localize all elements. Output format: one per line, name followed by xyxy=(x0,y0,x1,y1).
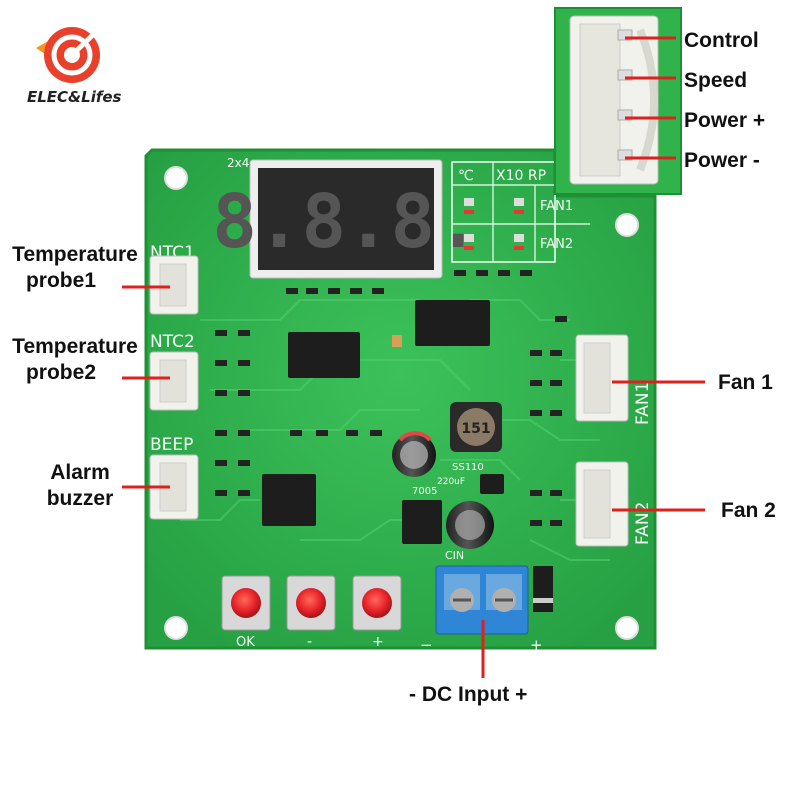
label-dc-input: - DC Input + xyxy=(409,683,528,706)
silk-btn-plus: + xyxy=(372,634,384,650)
ic-chips xyxy=(262,300,504,544)
label-power-plus: Power + xyxy=(684,109,766,132)
electrolytic-capacitor-1 xyxy=(392,431,436,477)
silk-dc-plus: + xyxy=(530,636,543,654)
silk-fan-table xyxy=(451,161,590,263)
label-control: Control xyxy=(684,29,759,52)
silk-fan1-vertical: FAN1 xyxy=(633,382,653,425)
label-temp-probe1-line2: probe1 xyxy=(25,269,96,293)
label-temp-probe1-line1: Temperature xyxy=(12,243,138,266)
brand-name: ELEC&Lifes xyxy=(27,88,122,106)
ntc2-connector xyxy=(149,351,199,411)
silk-fan2: FAN2 xyxy=(540,237,573,252)
smd-resistors xyxy=(215,270,567,526)
minus-button[interactable] xyxy=(286,575,336,631)
silk-fan1: FAN1 xyxy=(540,199,573,214)
fan1-connector xyxy=(575,334,629,422)
label-alarm-line1: Alarm xyxy=(50,461,110,484)
ntc1-connector xyxy=(149,255,199,315)
label-temp-probe2-line2: probe2 xyxy=(25,361,96,385)
silk-fan2-vertical: FAN2 xyxy=(633,502,653,545)
label-fan2: Fan 2 xyxy=(721,499,776,522)
silk-beep: BEEP xyxy=(150,435,193,455)
silk-celsius: ℃ xyxy=(458,168,474,184)
silk-x10rpm: X10 RP xyxy=(496,168,546,184)
inductor: 151 xyxy=(450,402,502,452)
silk-ntc2: NTC2 xyxy=(150,332,195,352)
power-diode xyxy=(533,566,553,612)
inductor-label: 151 xyxy=(461,421,490,437)
plus-button[interactable] xyxy=(352,575,402,631)
label-alarm-line2: buzzer xyxy=(46,487,114,511)
silk-dc-minus: − xyxy=(420,636,433,654)
seven-segment-display: 8.8.8. xyxy=(212,159,480,279)
status-leds xyxy=(464,198,524,250)
silk-display-header: 2x4 xyxy=(227,156,249,170)
ok-button[interactable] xyxy=(221,575,271,631)
pointer-lines xyxy=(122,36,705,678)
brand-logo xyxy=(36,22,104,83)
electrolytic-capacitor-2 xyxy=(446,501,494,549)
silk-btn-minus: - xyxy=(307,634,312,650)
silk-regulator: 7005 xyxy=(412,486,437,497)
label-fan1: Fan 1 xyxy=(718,371,773,394)
label-power-minus: Power - xyxy=(684,149,760,172)
silk-cin: CIN xyxy=(445,549,464,562)
label-speed: Speed xyxy=(684,69,748,92)
silk-btn-ok: OK xyxy=(236,635,255,650)
silk-diode: SS110 xyxy=(452,462,484,473)
label-temp-probe2-line1: Temperature xyxy=(12,335,138,358)
fan2-connector xyxy=(575,461,629,547)
silk-capacitor: 220uF xyxy=(437,477,465,487)
fan-connector-inset xyxy=(554,7,682,195)
display-digits: 8.8.8. xyxy=(212,179,479,265)
dc-terminal-block xyxy=(435,565,529,635)
